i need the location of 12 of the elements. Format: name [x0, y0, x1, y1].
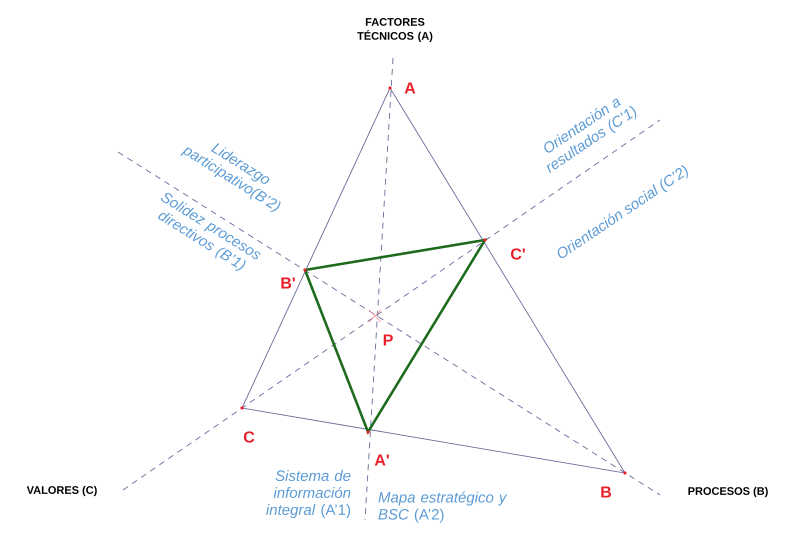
axis-label: PROCESOS (B) [688, 486, 768, 498]
axis-label: FACTORES TÉCNICOS (A) [357, 18, 432, 42]
point-label: C' [510, 248, 525, 260]
point-label: B' [281, 278, 295, 288]
axis-label: VALORES (C) [26, 486, 97, 496]
point-label: P [384, 334, 393, 346]
point-label: B [601, 486, 612, 498]
factor-label: Mapa estratégico y BSC (A’2) [378, 491, 508, 523]
factor-label: Sistema de información integral (A’1) [266, 470, 350, 518]
point-label: C [244, 431, 254, 443]
point-label: A [404, 82, 416, 94]
point-label: A' [374, 454, 389, 466]
